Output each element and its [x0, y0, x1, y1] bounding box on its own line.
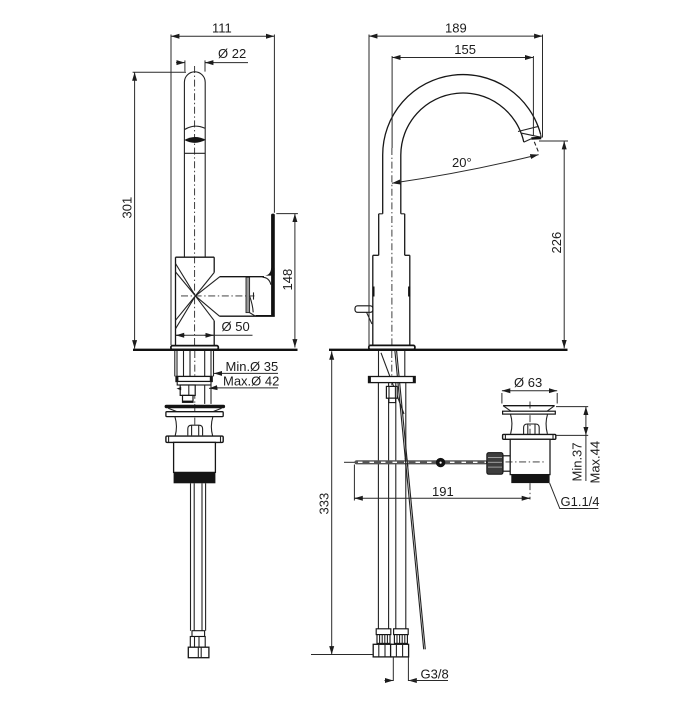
svg-text:Min.37: Min.37: [570, 442, 585, 481]
svg-text:Ø 22: Ø 22: [218, 46, 246, 61]
svg-text:Ø 63: Ø 63: [514, 375, 542, 390]
svg-text:Ø 50: Ø 50: [222, 319, 250, 334]
svg-text:191: 191: [432, 484, 454, 499]
svg-text:148: 148: [280, 269, 295, 291]
svg-text:111: 111: [212, 21, 232, 36]
svg-text:333: 333: [317, 493, 332, 515]
svg-text:189: 189: [445, 21, 467, 36]
svg-text:G1.1/4: G1.1/4: [561, 494, 600, 509]
svg-text:155: 155: [454, 42, 476, 57]
svg-text:301: 301: [120, 197, 135, 219]
svg-text:Min.Ø 35: Min.Ø 35: [226, 359, 279, 374]
svg-text:20°: 20°: [452, 155, 472, 170]
svg-text:G3/8: G3/8: [421, 667, 449, 682]
svg-text:Max.Ø 42: Max.Ø 42: [223, 374, 279, 389]
svg-text:Max.44: Max.44: [588, 441, 603, 484]
svg-text:226: 226: [549, 232, 564, 254]
